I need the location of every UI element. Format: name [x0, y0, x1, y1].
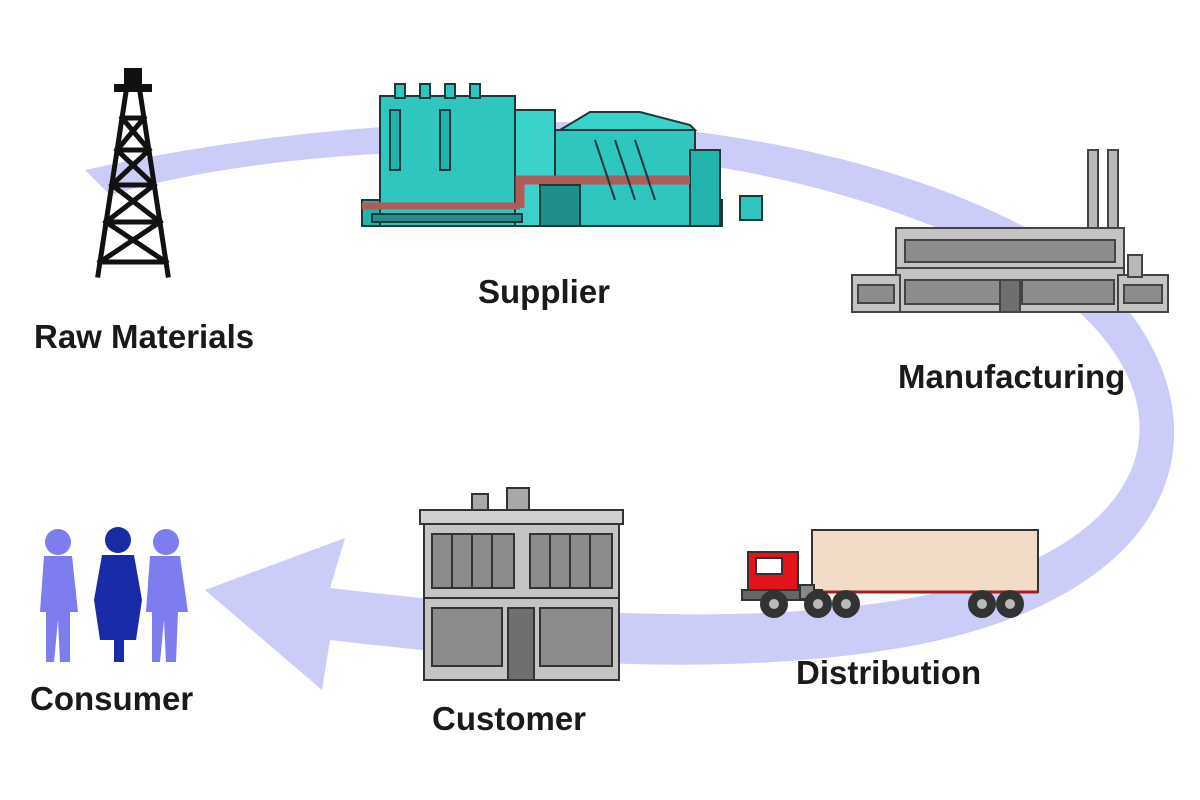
store-building-icon [419, 487, 624, 681]
factory-icon [851, 149, 1169, 313]
person-center-silhouette [94, 527, 142, 662]
truck-icon [741, 529, 1039, 618]
distribution-label: Distribution [796, 654, 982, 691]
consumer-label: Consumer [30, 680, 194, 717]
supplier-label: Supplier [478, 273, 611, 310]
person-left-silhouette [40, 529, 78, 662]
people-group-icon [40, 527, 188, 662]
raw-materials-label: Raw Materials [34, 318, 255, 355]
person-right-silhouette [146, 529, 188, 662]
customer-label: Customer [432, 700, 587, 737]
oil-derrick-icon [95, 68, 171, 278]
supplier-plant-icon [361, 83, 763, 227]
manufacturing-label: Manufacturing [898, 358, 1126, 395]
